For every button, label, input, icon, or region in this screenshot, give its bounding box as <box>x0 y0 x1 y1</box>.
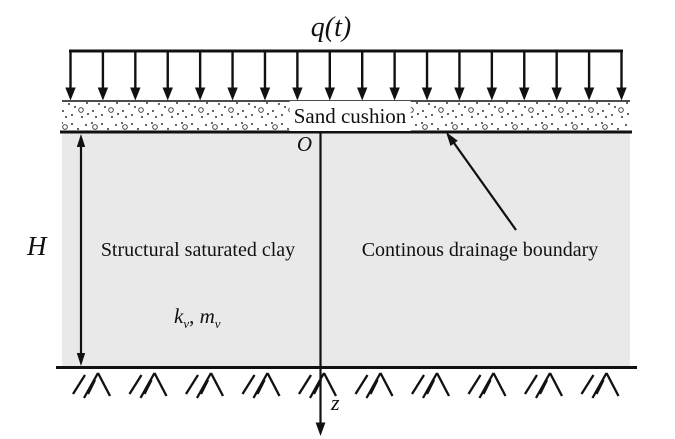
origin-label: O <box>296 132 312 156</box>
load-arrows <box>65 52 627 101</box>
clay-layer-label: Structural saturated clay <box>100 239 296 261</box>
z-axis <box>315 132 326 436</box>
depth-label: H <box>27 231 47 261</box>
clay-region <box>62 131 630 368</box>
sand-cushion-label: Sand cushion <box>289 101 411 131</box>
kv-subscript: v <box>183 316 190 332</box>
mv-subscript: v <box>214 316 221 332</box>
z-axis-label: z <box>331 390 340 415</box>
depth-dimension-arrow <box>76 134 86 366</box>
drainage-pointer-arrow <box>446 132 517 231</box>
load-label: q(t) <box>310 12 352 43</box>
base-hatching <box>72 372 620 399</box>
kv-symbol: k <box>174 304 184 328</box>
soil-coefficients-label: kv, mv <box>174 304 221 332</box>
coeff-separator: , <box>189 304 200 328</box>
drainage-boundary-label: Continous drainage boundary <box>361 239 599 261</box>
mv-symbol: m <box>199 304 215 328</box>
